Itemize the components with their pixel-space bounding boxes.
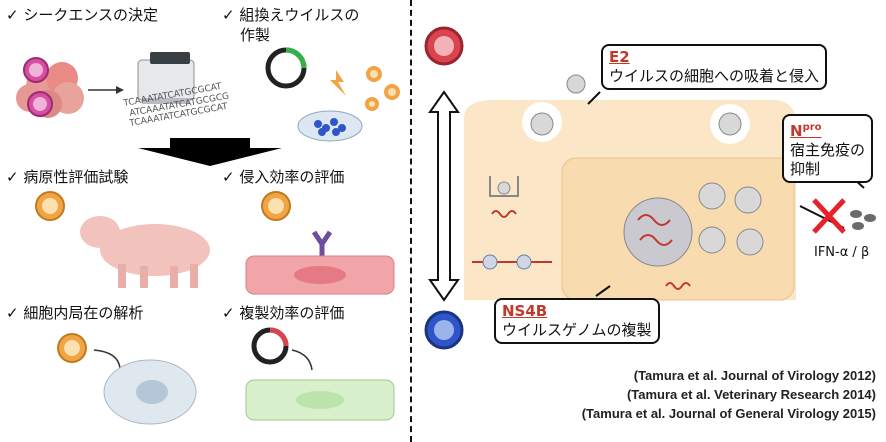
e2-key: E2	[609, 48, 630, 66]
left-panel-illustrations: TCAAATATCATGCGCAT ATCAAATATCATGCGCG TCAA…	[16, 47, 400, 425]
receptor-icon	[311, 230, 333, 256]
step-sequence-title: ✓ シークエンスの決定	[6, 6, 159, 24]
npro-key: Npro	[790, 122, 822, 140]
reference-3: (Tamura et al. Journal of General Virolo…	[581, 406, 876, 421]
orange-virus-icon-4	[57, 333, 87, 363]
step-recombinant-title: ✓ 組換えウイルスの	[222, 6, 360, 24]
pig-icon	[80, 216, 210, 288]
blue-virus-icon	[424, 310, 464, 350]
ns4b-key: NS4B	[502, 302, 548, 320]
double-arrow	[428, 90, 460, 302]
right-panel-diagram: IFN-α / β	[424, 26, 876, 350]
npro-label-box: Npro 宿主免疫の 抑制	[782, 114, 874, 183]
petri-dish-icon	[297, 110, 363, 142]
step-pathogenicity-title: ✓ 病原性評価試験	[6, 168, 129, 186]
ns4b-text: ウイルスゲノムの複製	[502, 321, 652, 339]
plasmid-icon	[265, 47, 307, 89]
ifn-block-icon	[799, 198, 876, 234]
orange-virus-icon-3	[261, 191, 291, 221]
step-localization-title: ✓ 細胞内局在の解析	[6, 304, 144, 322]
reference-2: (Tamura et al. Veterinary Research 2014)	[626, 387, 876, 402]
virion-icons	[530, 74, 764, 256]
rna-icon	[491, 210, 517, 218]
ns4b-label-box: NS4B ウイルスゲノムの複製	[494, 298, 660, 344]
dashed-divider	[410, 0, 412, 442]
sequencer-icon	[137, 52, 195, 104]
e2-text: ウイルスの細胞への吸着と侵入	[609, 67, 820, 85]
replication-plasmid-icon	[251, 327, 289, 365]
npro-text-1: 宿主免疫の	[790, 141, 866, 159]
reference-1: (Tamura et al. Journal of Virology 2012)	[633, 368, 876, 383]
ifn-label: IFN-α / β	[814, 245, 869, 260]
replication-vesicle	[623, 197, 693, 267]
step-replication-title: ✓ 複製効率の評価	[222, 304, 345, 322]
npro-text-2: 抑制	[790, 160, 821, 178]
pink-virus-icon	[23, 57, 53, 117]
step-recombinant-title-2: 作製	[240, 26, 271, 44]
cell-nucleus	[294, 266, 346, 284]
step-invasion-title: ✓ 侵入効率の評価	[222, 168, 345, 186]
big-down-arrow	[138, 138, 282, 166]
lightning-icon	[330, 70, 346, 96]
orange-virus-icon	[365, 66, 400, 111]
e2-label-box: E2 ウイルスの細胞への吸着と侵入	[601, 44, 828, 90]
orange-virus-icon-2	[35, 191, 65, 221]
red-virus-icon	[424, 26, 464, 66]
